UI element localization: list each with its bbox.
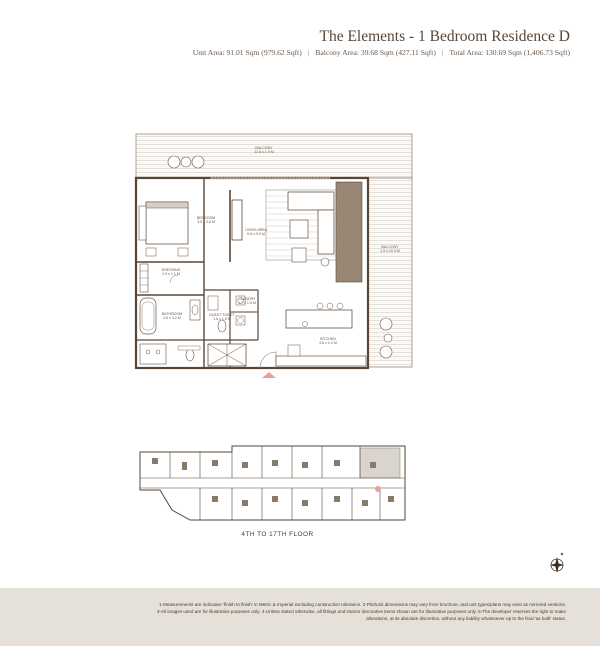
balcony-area: Balcony Area: 39.68 Sqm (427.11 Sqft) [315, 48, 436, 57]
compass-icon [550, 552, 564, 573]
room-name: LIVING AREA [244, 228, 268, 232]
room-name: LAUNDRY [238, 297, 256, 301]
room-dim: 3.6 x 2.4 M [319, 341, 337, 346]
bed [145, 201, 189, 245]
area-summary: Unit Area: 91.01 Sqm (979.62 Sqft) | Balco… [193, 48, 570, 57]
entrance-arrow-icon [262, 372, 276, 378]
room-name: BALCONY [381, 245, 399, 249]
disclaimer-line: 1-Measurements are indicative 'finish to… [159, 602, 566, 607]
room-dim: 2.9 x 1.1 M [162, 272, 180, 277]
room-dim: 1.9 x 10.4 M [380, 249, 400, 254]
footer: 1-Measurements are indicative 'finish to… [0, 588, 600, 646]
room-name: BATHROOM [161, 312, 183, 316]
floor-caption: 4TH TO 17TH FLOOR [241, 531, 314, 538]
page-title: The Elements - 1 Bedroom Residence D [319, 28, 570, 45]
room-name: KITCHEN [320, 337, 336, 341]
room-name: BEDROOM [196, 216, 216, 220]
disclaimer-line: 3-All images used are for illustrative p… [156, 608, 566, 614]
room-dim: 12.8 x 1.9 M [254, 150, 274, 155]
disclaimer: 1-Measurements are indicative 'finish to… [66, 602, 566, 623]
room-dim: 3.9 x 3.8 M [197, 220, 215, 225]
total-area: Total Area: 130.69 Sqm (1,406.73 Sqft) [449, 48, 570, 57]
room-name: GUEST TOILET [209, 313, 235, 317]
room-name: BALCONY [255, 146, 273, 150]
unit-area: Unit Area: 91.01 Sqm (979.62 Sqft) [192, 48, 302, 57]
balcony-top-area [135, 133, 413, 179]
room-dim: 1.7 x 1.5 M [238, 301, 256, 306]
kitchen-island [285, 309, 353, 329]
separator: | [307, 48, 310, 57]
disclaimer-line: alterations, at its absolute discretion,… [366, 615, 566, 621]
room-dim: 2.6 x 3.2 M [163, 316, 181, 321]
bathtub [139, 297, 157, 335]
separator: | [441, 48, 444, 57]
room-dim: 6.6 x 9.0 M [247, 232, 265, 237]
room-name: DRESSING [161, 268, 181, 272]
feature-wall-panel [335, 181, 363, 283]
room-dim: 1.6 x 1.5 M [213, 317, 231, 322]
sofa [287, 191, 335, 211]
